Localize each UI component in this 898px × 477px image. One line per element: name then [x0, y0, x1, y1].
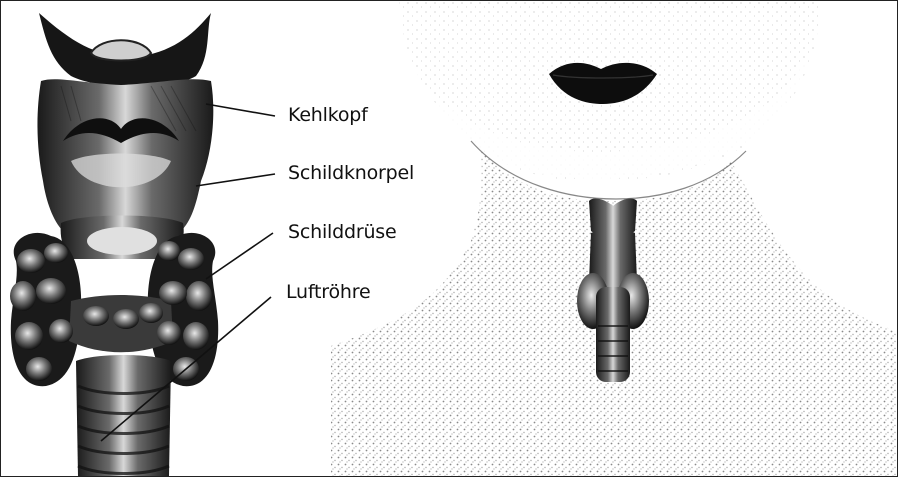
epiglottis [91, 40, 151, 60]
label-luftroehre: Luftröhre [286, 281, 370, 303]
label-schildknorpel: Schildknorpel [288, 162, 414, 184]
trachea-tube [76, 355, 171, 476]
label-schilddruese: Schilddrüse [288, 221, 396, 243]
larynx-detail [10, 13, 275, 476]
label-kehlkopf: Kehlkopf [288, 104, 368, 126]
neck-figure [331, 1, 897, 476]
